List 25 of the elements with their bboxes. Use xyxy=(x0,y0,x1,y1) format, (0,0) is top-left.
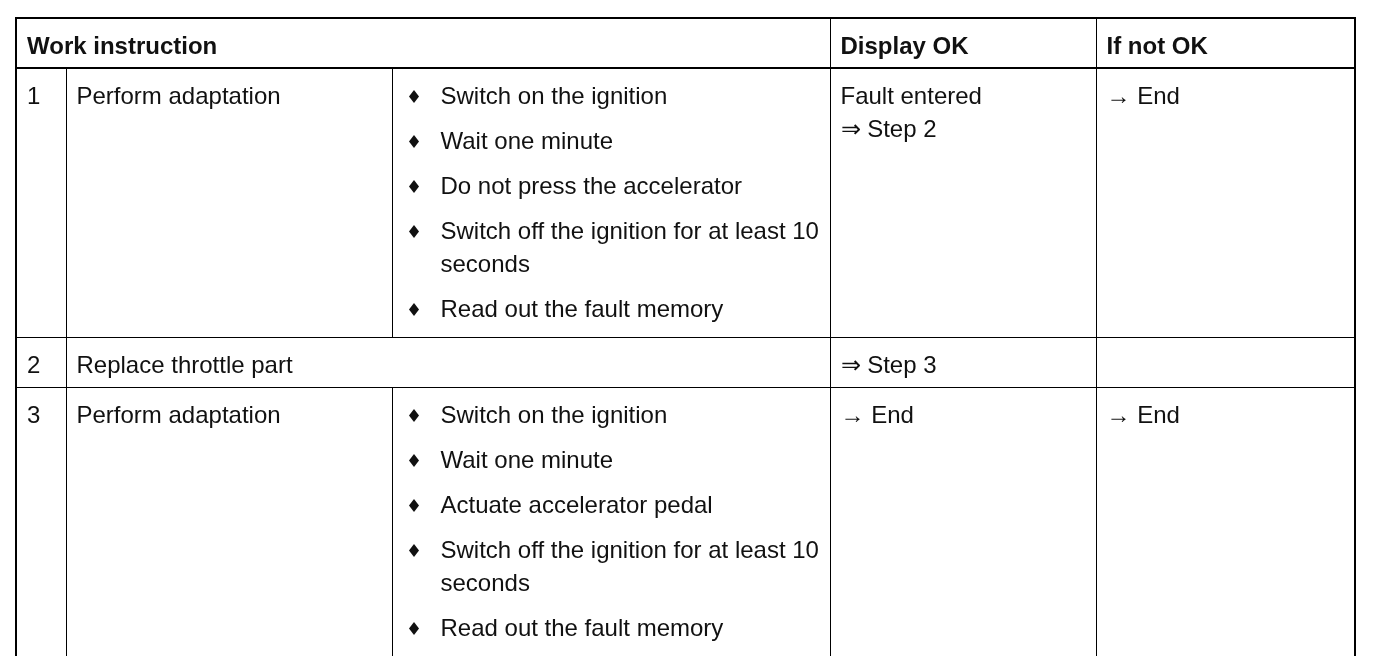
instruction-text: Switch on the ignition xyxy=(440,400,668,430)
result-text: ⇒ Step 3 xyxy=(840,351,937,378)
step-number: 1 xyxy=(27,82,41,109)
instruction-text: Read out the fault memory xyxy=(440,294,724,324)
header-text: Display OK xyxy=(840,32,969,59)
instruction-text: Wait one minute xyxy=(440,445,614,475)
header-text: If not OK xyxy=(1106,32,1208,59)
step-title: Perform adaptation xyxy=(76,82,281,109)
result-text: Fault entered xyxy=(840,82,982,109)
header-text: Work instruction xyxy=(27,32,218,59)
instruction-text: Switch off the ignition for at least 10 seconds xyxy=(440,216,820,279)
step-title: Replace throttle part xyxy=(76,351,293,378)
result-text: → End xyxy=(1106,401,1180,428)
result-text: → End xyxy=(1106,82,1180,109)
step-title: Perform adaptation xyxy=(76,401,281,428)
instruction-text: Read out the fault memory xyxy=(440,613,724,643)
step-number: 2 xyxy=(27,351,41,378)
step-number: 3 xyxy=(27,401,41,428)
instruction-text: Switch on the ignition xyxy=(440,81,668,111)
instruction-text: Do not press the accelerator xyxy=(440,171,742,201)
instruction-text: Switch off the ignition for at least 10 seconds xyxy=(440,535,820,598)
result-text: ⇒ Step 2 xyxy=(840,115,937,142)
instruction-text: Actuate accelerator pedal xyxy=(440,490,713,520)
instruction-text: Wait one minute xyxy=(440,126,614,156)
result-text: → End xyxy=(840,401,914,428)
